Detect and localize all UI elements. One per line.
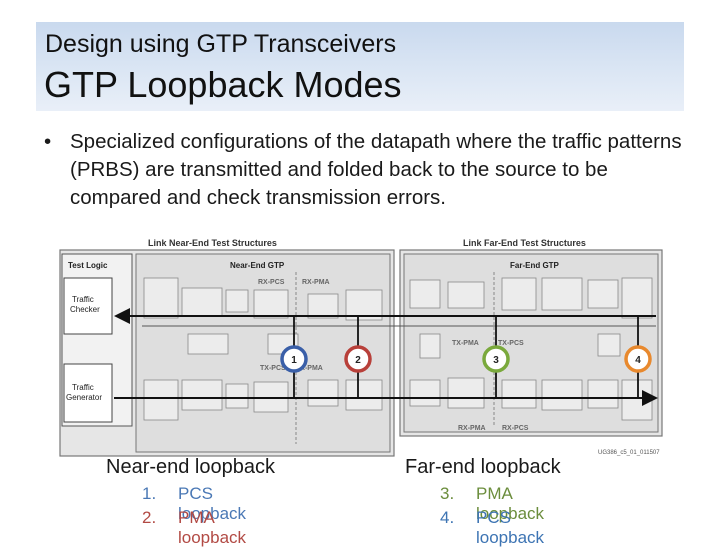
far-end-internal-blocks	[409, 277, 653, 421]
far-end-gtp-label: Far-End GTP	[510, 261, 560, 270]
near-end-heading: Near-end loopback	[106, 456, 275, 478]
traffic-checker-label: Traffic Checker	[70, 295, 100, 314]
loopback-marker-2: 2	[344, 345, 372, 373]
slide-header: Design using GTP Transceivers GTP Loopba…	[36, 22, 684, 111]
far-rx-pcs-label: RX-PCS	[502, 425, 529, 432]
loopback-marker-4: 4	[624, 345, 652, 373]
slide-title: GTP Loopback Modes	[44, 64, 402, 105]
far-tx-pma-label: TX-PMA	[452, 340, 479, 347]
rx-pma-label: RX-PMA	[302, 279, 330, 286]
loopback-marker-1: 1	[280, 345, 308, 373]
svg-text:2: 2	[355, 355, 361, 366]
slide-subtitle: Design using GTP Transceivers	[45, 30, 397, 58]
svg-text:3: 3	[493, 355, 499, 366]
bullet-text: Specialized configurations of the datapa…	[70, 130, 682, 209]
near-end-internal-blocks	[143, 277, 383, 421]
bullet-marker: •	[44, 130, 52, 153]
tx-pma-label: TX-PMA	[296, 365, 323, 372]
svg-text:4: 4	[635, 355, 641, 366]
traffic-generator-label: Traffic Generator	[66, 383, 102, 402]
near-end-section-title: Link Near-End Test Structures	[148, 238, 277, 248]
far-end-heading: Far-end loopback	[405, 456, 561, 478]
svg-text:1: 1	[291, 355, 297, 366]
far-end-section-title: Link Far-End Test Structures	[463, 238, 586, 248]
test-logic-label: Test Logic	[68, 261, 108, 270]
near-end-gtp-label: Near-End GTP	[230, 261, 285, 270]
tx-pcs-label: TX-PCS	[260, 365, 286, 372]
figure-id: UG386_c5_01_011507	[598, 450, 660, 456]
loopback-marker-3: 3	[482, 345, 510, 373]
far-tx-pcs-label: TX-PCS	[498, 340, 524, 347]
far-rx-pma-label: RX-PMA	[458, 425, 486, 432]
rx-pcs-label: RX-PCS	[258, 279, 285, 286]
loopback-diagram: Link Near-End Test Structures Link Far-E…	[59, 238, 663, 457]
traffic-checker-box	[63, 277, 113, 335]
traffic-generator-box	[63, 363, 113, 423]
